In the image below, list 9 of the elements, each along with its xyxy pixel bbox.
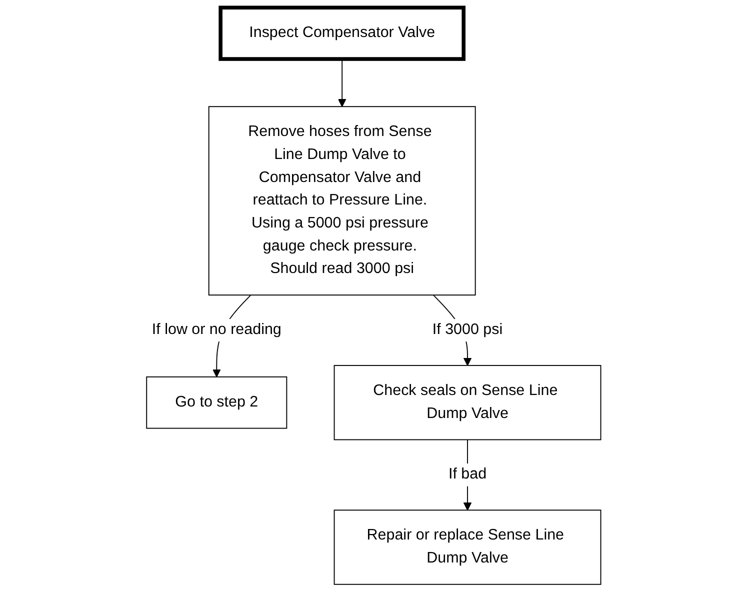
node-box: Check seals on Sense Line Dump Valve (334, 365, 602, 440)
edge-label: If bad (448, 466, 486, 483)
edge-label: If low or no reading (152, 322, 282, 338)
node-box: Repair or replace Sense Line Dump Valve (334, 510, 602, 585)
node-box: Remove hoses from Sense Line Dump Valve to Compensator Valve and reattach to Pressure Line. Using a 5000 psi pressure gauge check pressure. Should read 3000 psi (208, 106, 476, 296)
node-box: Go to step 2 (146, 376, 287, 429)
node-box: Inspect Compensator Valve (218, 6, 466, 61)
edge-label: If 3000 psi (432, 322, 502, 338)
arrow (338, 58, 346, 107)
